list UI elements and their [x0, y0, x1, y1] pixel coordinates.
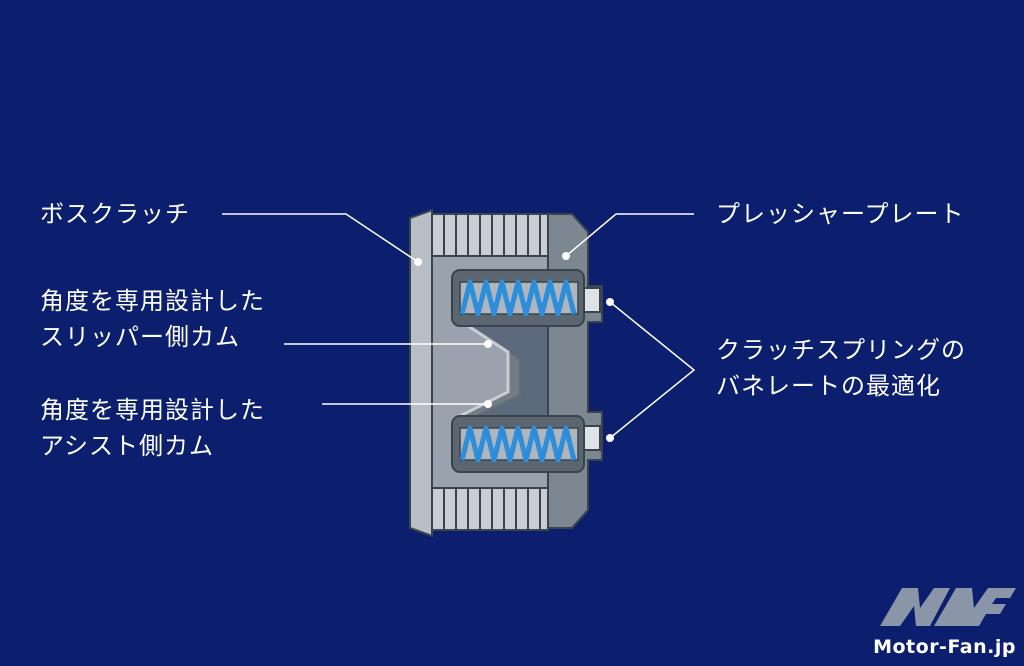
- slipper-cam-label: 角度を専用設計した スリッパー側カム: [40, 283, 265, 355]
- boss-clutch-text: ボスクラッチ: [40, 200, 190, 228]
- boss-bottom-fins: [431, 483, 549, 531]
- motorfan-logo-mark: [880, 588, 1016, 626]
- assist-cam-label: 角度を専用設計した アシスト側カム: [40, 392, 265, 464]
- clutch-spring-top: [459, 279, 577, 317]
- slipper-cam-line-1: 角度を専用設計した: [40, 287, 265, 315]
- boss-clutch-label: ボスクラッチ: [40, 196, 190, 232]
- callout-dots: [414, 252, 614, 442]
- callout-boss: [222, 213, 419, 263]
- assist-cam-line-1: 角度を専用設計した: [40, 396, 265, 424]
- bolt-head-bottom: [583, 425, 601, 451]
- motorfan-logo-text: Motor-Fan.jp: [873, 636, 1016, 658]
- clutch-spring-bottom: [459, 425, 577, 463]
- callout-spring: [609, 301, 696, 439]
- pressure-plate-label: プレッシャープレート: [716, 196, 965, 232]
- clutch-spring-line-1: クラッチスプリングの: [716, 336, 966, 364]
- clutch-spring-line-2: バネレートの最適化: [716, 372, 941, 400]
- callout-pressure: [565, 213, 694, 257]
- pressure-plate-text: プレッシャープレート: [716, 200, 965, 228]
- boss-top-fins: [431, 213, 549, 261]
- slipper-cam-line-2: スリッパー側カム: [40, 323, 240, 351]
- clutch-spring-label: クラッチスプリングの バネレートの最適化: [716, 332, 966, 404]
- callout-lines: [222, 213, 696, 439]
- assist-cam-line-2: アシスト側カム: [40, 432, 215, 460]
- bolt-head-top: [583, 287, 601, 313]
